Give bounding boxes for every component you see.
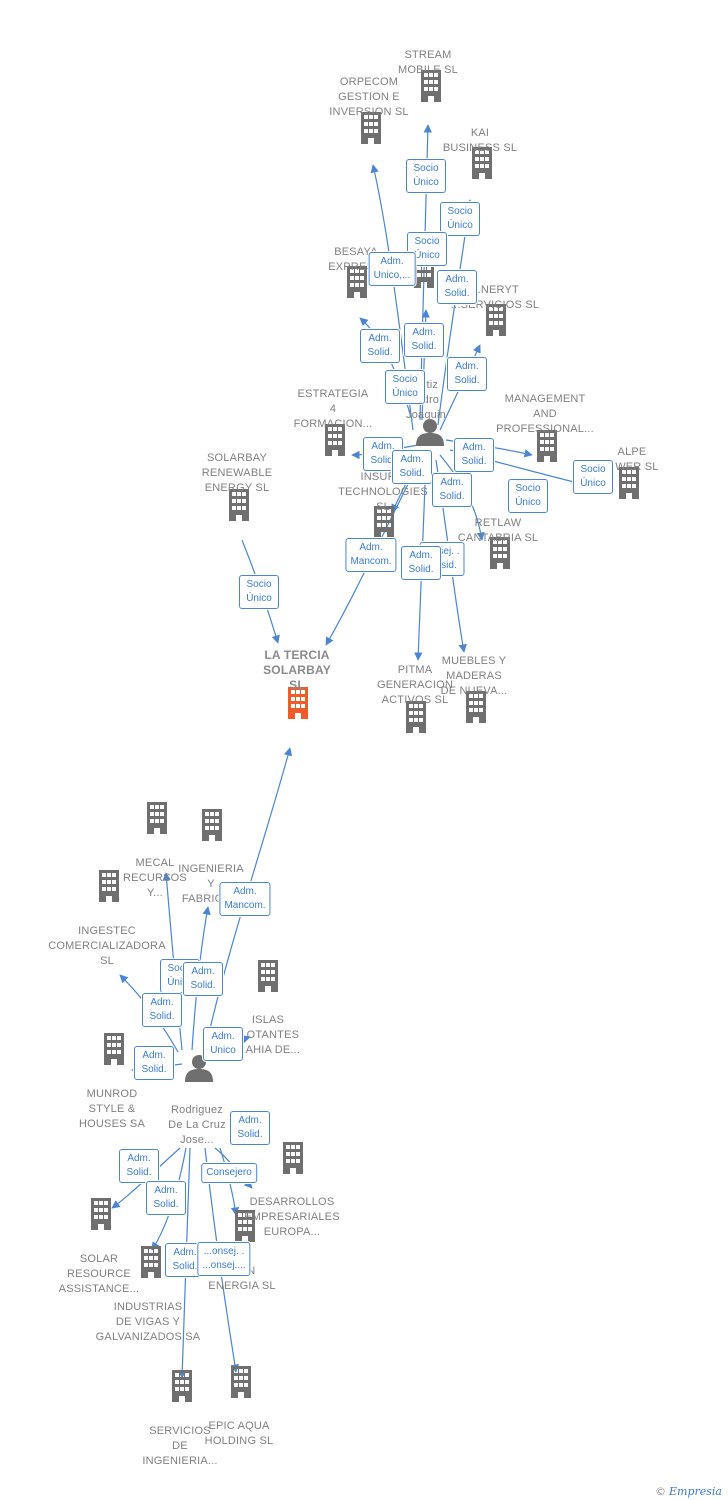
node-label-c_solarbay[interactable]: SOLARBAY RENEWABLE ENERGY SL xyxy=(201,452,273,494)
building-icon-c_munrod[interactable] xyxy=(104,1033,124,1065)
node-label-c_mecal[interactable]: MECAL RECURSOS Y... xyxy=(123,857,187,899)
relation-badge[interactable]: Adm. Solid. xyxy=(401,546,441,580)
node-label-c_stream[interactable]: STREAM MOBILE SL xyxy=(398,49,458,76)
node-label-c_islas[interactable]: ISLAS ...OTANTES ...AHIA DE... xyxy=(235,1014,301,1056)
relation-badge[interactable]: Socio Único xyxy=(573,460,613,494)
relation-badge[interactable]: Socio Único xyxy=(508,479,548,513)
relation-badge[interactable]: Adm. Solid. xyxy=(230,1111,270,1145)
brand-name: Empresia xyxy=(669,1485,722,1498)
node-label-p2[interactable]: Rodriguez De La Cruz Jose... xyxy=(168,1104,226,1146)
building-icon-c_ingenieria[interactable] xyxy=(202,809,222,841)
relation-badge[interactable]: Adm. Solid. xyxy=(404,323,444,357)
relation-badge[interactable]: Consejero xyxy=(201,1163,257,1183)
relation-badge[interactable]: Adm. Solid. xyxy=(146,1181,186,1215)
relation-badge[interactable]: Adm. Solid. xyxy=(119,1149,159,1183)
relation-badge[interactable]: Adm. Solid. xyxy=(142,993,182,1027)
edge-p2-to-c_servicios xyxy=(178,1147,191,1379)
relation-badge[interactable]: Adm. Solid. xyxy=(134,1046,174,1080)
relation-badge[interactable]: Adm. Solid. xyxy=(454,438,494,472)
building-icon-c_epic[interactable] xyxy=(231,1366,251,1398)
relation-badge[interactable]: Socio Único xyxy=(407,232,447,266)
node-label-center[interactable]: LA TERCIA SOLARBAY SL xyxy=(263,648,331,692)
building-icon-c_desarrollos[interactable] xyxy=(283,1142,303,1174)
relation-badge[interactable]: ...onsej. . ...onsej.... xyxy=(197,1242,251,1276)
relation-badge[interactable]: Adm. Solid. xyxy=(447,357,487,391)
node-label-c_orpecom[interactable]: ORPECOM GESTION E INVERSION SL xyxy=(329,76,409,118)
node-label-c_kai[interactable]: KAI BUSINESS SL xyxy=(442,127,518,154)
node-label-c_muebles[interactable]: MUEBLES Y MADERAS DE NUEVA... xyxy=(440,655,508,697)
node-label-c_epic[interactable]: EPIC AQUA HOLDING SL xyxy=(204,1420,274,1447)
building-icon-c_industrias[interactable] xyxy=(141,1246,161,1278)
node-label-c_munrod[interactable]: MUNROD STYLE & HOUSES SA xyxy=(79,1088,145,1130)
node-label-c_alpe[interactable]: ALPE ...WER SL xyxy=(605,446,659,473)
relation-badge[interactable]: Adm. Solid. xyxy=(432,473,472,507)
node-label-c_servicios[interactable]: SERVICIOS DE INGENIERIA... xyxy=(142,1425,218,1467)
relation-badge[interactable]: Socio Único xyxy=(385,370,425,404)
relation-badge[interactable]: Adm. Solid. xyxy=(183,962,223,996)
relation-badge[interactable]: Adm. Solid. xyxy=(392,450,432,484)
relation-badge[interactable]: Adm. Solid. xyxy=(360,329,400,363)
building-icon-c_solarres[interactable] xyxy=(91,1198,111,1230)
building-icon-c_ingestec[interactable] xyxy=(99,870,119,902)
node-label-c_solarres[interactable]: SOLAR RESOURCE ASSISTANCE... xyxy=(58,1253,140,1295)
node-label-c_management[interactable]: MANAGEMENT AND PROFESSIONAL... xyxy=(496,393,594,435)
relation-badge[interactable]: Socio Único xyxy=(239,575,279,609)
copyright-symbol: © xyxy=(655,1485,666,1498)
relation-badge[interactable]: Adm. Solid. xyxy=(437,270,477,304)
node-label-c_estrategia[interactable]: ESTRATEGIA 4 FORMACION... xyxy=(293,388,373,430)
relation-badge[interactable]: Adm. Unico,... xyxy=(368,252,416,286)
relation-badge[interactable]: Socio Único xyxy=(440,202,480,236)
node-label-c_retlaw[interactable]: RETLAW CANTABRIA SL xyxy=(457,517,539,544)
building-icon-c_mecal[interactable] xyxy=(147,802,167,834)
edge-p2-to-c_solarres xyxy=(111,1147,181,1209)
relation-badge[interactable]: Adm. Unico xyxy=(203,1027,243,1061)
node-label-c_industrias[interactable]: INDUSTRIAS DE VIGAS Y GALVANIZADOS SA xyxy=(95,1301,201,1343)
edge-p2-to-c_epic xyxy=(204,1147,240,1373)
relation-badge[interactable]: Adm. Solid. xyxy=(363,437,403,471)
person-icon-p1[interactable] xyxy=(416,419,444,446)
copyright-footer[interactable]: ©Empresia xyxy=(655,1485,722,1498)
node-label-c_desarrollos[interactable]: DESARROLLOS EMPRESARIALES EUROPA... xyxy=(244,1196,340,1238)
node-label-c_pitma[interactable]: PITMA GENERACION ACTIVOS SL xyxy=(377,664,453,706)
relation-badge[interactable]: Adm. Mancom. xyxy=(345,538,397,572)
relation-badge[interactable]: Socio Único xyxy=(406,159,446,193)
relation-badge[interactable]: Adm. Mancom. xyxy=(219,882,271,916)
building-icon-c_islas[interactable] xyxy=(258,960,278,992)
node-label-c_ingestec[interactable]: INGESTEC COMERCIALIZADORA SL xyxy=(48,925,166,967)
